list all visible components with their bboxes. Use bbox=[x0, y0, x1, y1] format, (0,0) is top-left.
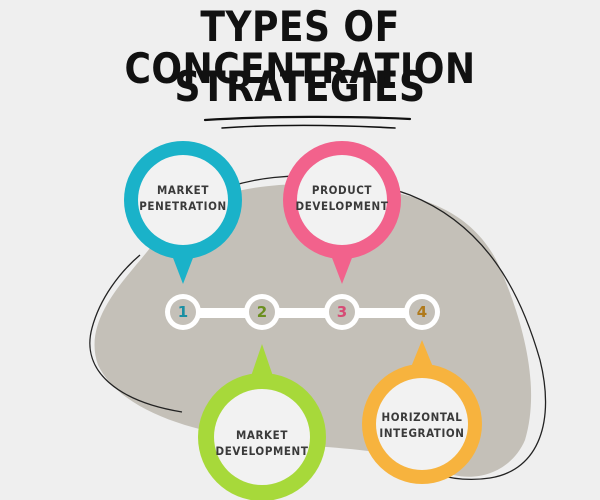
pin-1-market-penetration bbox=[124, 141, 242, 284]
node-2 bbox=[244, 294, 280, 330]
pin-2-market-development bbox=[198, 344, 326, 500]
label-line2: DEVELOPMENT bbox=[295, 198, 389, 213]
pin-3-product-development bbox=[283, 141, 401, 284]
node-4 bbox=[404, 294, 440, 330]
label-market-penetration: MARKET PENETRATION bbox=[133, 183, 233, 214]
step-number-1: 1 bbox=[177, 303, 189, 321]
pin-4-horizontal-integration bbox=[362, 340, 482, 484]
page-title-line2: STRATEGIES bbox=[174, 62, 426, 111]
label-line2: DEVELOPMENT bbox=[215, 443, 309, 458]
label-line2: INTEGRATION bbox=[379, 425, 465, 440]
label-market-development: MARKET DEVELOPMENT bbox=[212, 428, 312, 459]
label-product-development: PRODUCT DEVELOPMENT bbox=[292, 183, 392, 214]
step-number-3: 3 bbox=[336, 303, 348, 321]
step-number-2: 2 bbox=[256, 303, 268, 321]
node-3 bbox=[324, 294, 360, 330]
label-line1: MARKET bbox=[235, 428, 289, 442]
label-line1: MARKET bbox=[156, 183, 210, 197]
label-line1: HORIZONTAL bbox=[381, 410, 463, 424]
blob-outline-left bbox=[89, 254, 183, 413]
title-underline bbox=[203, 115, 412, 122]
timeline-bar bbox=[182, 308, 422, 318]
page-title: TYPES OF CONCENTRATION bbox=[124, 2, 476, 93]
title-underline-2 bbox=[221, 124, 396, 129]
node-1 bbox=[165, 294, 201, 330]
label-line2: PENETRATION bbox=[139, 198, 227, 213]
label-line1: PRODUCT bbox=[311, 183, 373, 197]
label-horizontal-integration: HORIZONTAL INTEGRATION bbox=[372, 410, 472, 441]
step-number-4: 4 bbox=[416, 303, 428, 321]
